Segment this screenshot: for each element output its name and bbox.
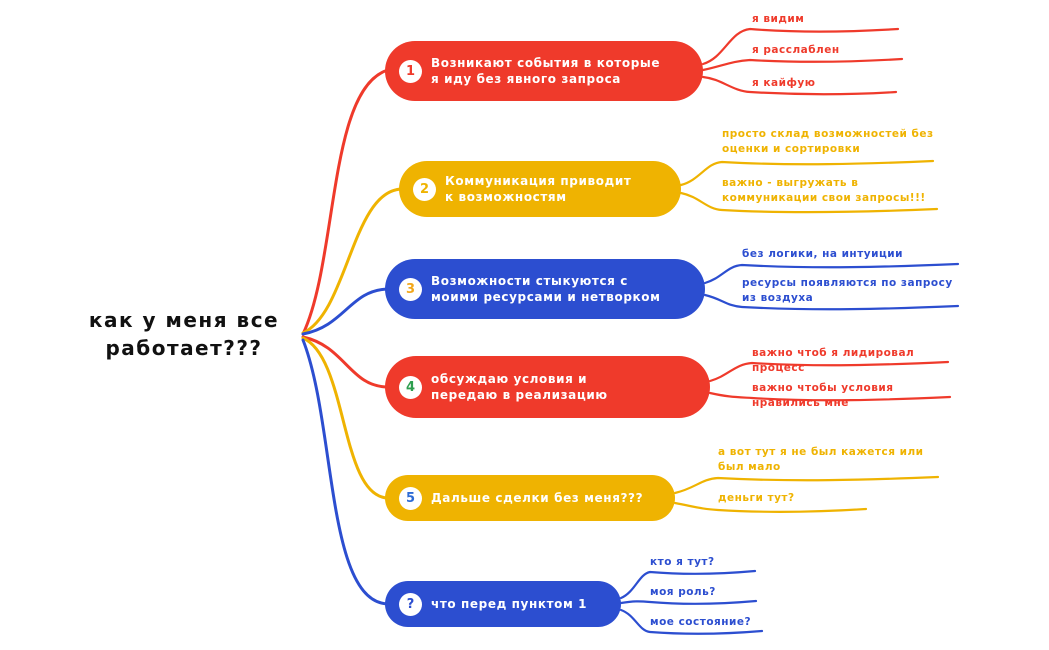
branch-node-2[interactable]: 2 Коммуникация приводит к возможностям — [399, 161, 681, 217]
branch-3-child-2[interactable]: ресурсы появляются по запросу из воздуха — [742, 277, 953, 305]
branch-6-child-2[interactable]: моя роль? — [650, 586, 716, 598]
branch-node-1[interactable]: 1 Возникают события в которые я иду без … — [385, 41, 703, 101]
branch-1-child-curve-2 — [701, 57, 904, 72]
branch-6-child-1[interactable]: кто я тут? — [650, 556, 715, 568]
branch-4-child-1[interactable]: важно чтоб я лидировал процесс — [752, 347, 915, 375]
branch-5-badge: 5 — [399, 486, 422, 510]
branch-2-badge: 2 — [413, 177, 436, 201]
branch-2-title: Коммуникация приводит к возможностям — [445, 173, 632, 204]
branch-node-3[interactable]: 3 Возможности стыкуются с моими ресурсам… — [385, 259, 705, 319]
branch-3-badge: 3 — [399, 277, 422, 301]
branch-6-badge: ? — [399, 592, 422, 616]
branch-1-child-1[interactable]: я видим — [752, 13, 805, 25]
branch-node-6[interactable]: ? что перед пунктом 1 — [385, 581, 621, 627]
center-topic-line-2: работает??? — [105, 336, 263, 360]
branch-5-child-2[interactable]: деньги тут? — [718, 492, 795, 504]
branch-6-title: что перед пунктом 1 — [431, 596, 588, 611]
branch-1-child-3[interactable]: я кайфую — [752, 77, 816, 89]
branch-4-badge: 4 — [399, 375, 422, 399]
branch-5-child-1[interactable]: а вот тут я не был кажется или был мало — [718, 446, 924, 474]
center-topic[interactable]: как у меня все работает??? — [78, 306, 290, 362]
center-topic-line-1: как у меня все — [88, 308, 280, 332]
branch-curve-4 — [301, 335, 390, 389]
branch-4-child-2[interactable]: важно чтобы условия нравились мне — [752, 382, 894, 410]
branch-2-child-2[interactable]: важно - выгружать в коммуникации свои за… — [722, 177, 926, 205]
branch-1-title: Возникают события в которые я иду без яв… — [431, 55, 661, 86]
branch-6-child-curve-2 — [619, 599, 758, 605]
branch-4-title: обсуждаю условия и передаю в реализацию — [431, 371, 608, 402]
branch-node-5[interactable]: 5 Дальше сделки без меня??? — [385, 475, 675, 521]
branch-5-title: Дальше сделки без меня??? — [431, 490, 644, 505]
branch-curve-2 — [301, 187, 404, 335]
branch-node-4[interactable]: 4 обсуждаю условия и передаю в реализаци… — [385, 356, 710, 418]
branch-curve-1 — [301, 68, 390, 336]
branch-6-child-3[interactable]: мое состояние? — [650, 616, 752, 628]
branch-3-child-1[interactable]: без логики, на интуиции — [742, 248, 903, 260]
branch-1-badge: 1 — [399, 59, 422, 83]
branch-curve-3 — [301, 287, 390, 336]
branch-2-child-1[interactable]: просто склад возможностей без оценки и с… — [722, 128, 934, 156]
main-branch-curves — [301, 68, 404, 606]
branch-curve-6 — [301, 338, 390, 606]
branch-curve-5 — [301, 336, 390, 500]
branch-3-title: Возможности стыкуются с моими ресурсами … — [431, 273, 661, 304]
branch-1-child-2[interactable]: я расслаблен — [752, 44, 840, 56]
